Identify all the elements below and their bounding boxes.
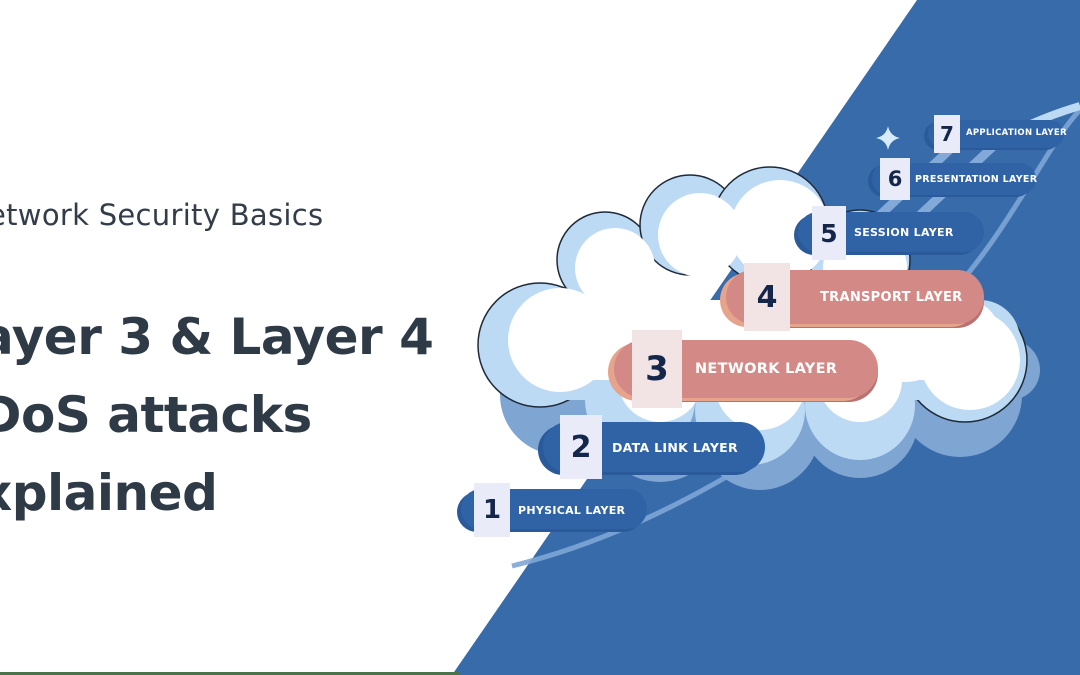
layer-label: SESSION LAYER [854,226,954,239]
layer-number: 7 [934,115,960,153]
layer-number: 2 [560,415,602,479]
title-line-2: DoS attacks [0,386,312,444]
layer-number: 1 [474,483,510,537]
page-title: ayer 3 & Layer 4 DoS attacks xplained [0,298,434,532]
layer-number: 6 [880,158,910,200]
layer-label: PHYSICAL LAYER [518,504,626,517]
layer-number: 5 [812,206,846,260]
layer-label: APPLICATION LAYER [966,128,1067,138]
title-line-1: ayer 3 & Layer 4 [0,308,434,366]
layer-number: 4 [744,263,790,331]
category-subtitle: etwork Security Basics [0,198,324,232]
layer-label: NETWORK LAYER [695,361,838,377]
bottom-accent-line [0,672,460,675]
layer-label: DATA LINK LAYER [612,440,738,455]
title-line-3: xplained [0,464,218,522]
sparkle-icon [876,126,900,150]
layer-number: 3 [632,330,682,408]
layer-label: TRANSPORT LAYER [820,290,963,305]
layer-label: PRESENTATION LAYER [915,174,1038,185]
